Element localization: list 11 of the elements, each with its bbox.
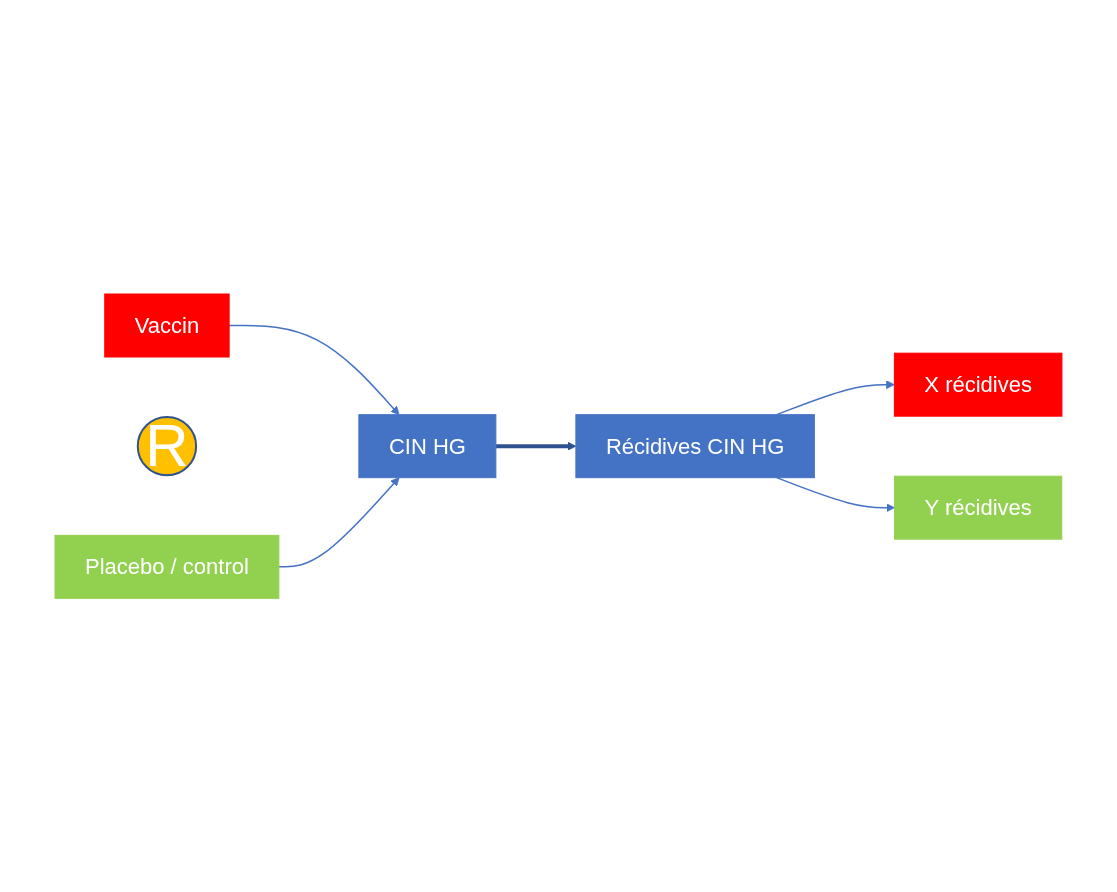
node-box: X récidives [893,352,1063,417]
node-box: Vaccin [104,293,230,358]
arrow [228,324,400,415]
node-circle: R [136,415,198,477]
arrow [775,476,895,512]
node-box: Y récidives [894,475,1063,540]
arrow [495,441,577,451]
node-box: CIN HG [358,414,497,478]
node-box: Placebo / control [54,534,280,599]
node-box: Récidives CIN HG [575,414,815,478]
arrow [278,477,400,568]
